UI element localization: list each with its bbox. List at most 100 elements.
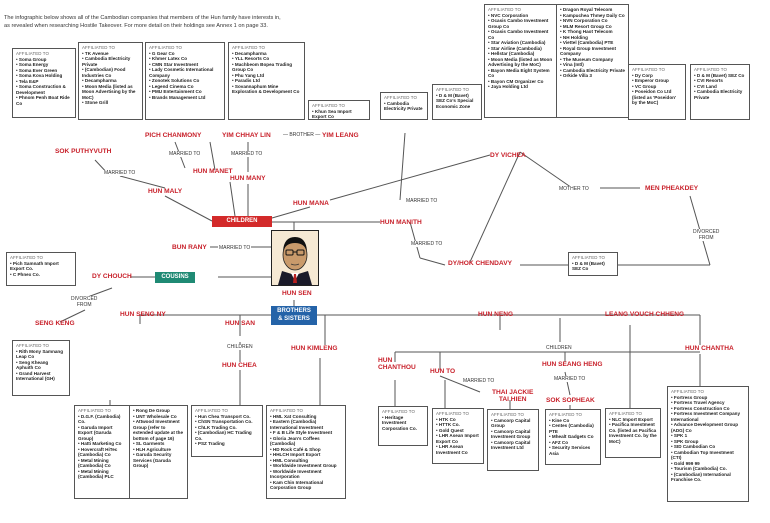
company-item: Centes (Cambodia) PTE [549,423,597,434]
company-item: Phnom Penh Boat Ride Co [16,95,72,106]
name-hun-sen: HUN SEN [282,290,312,297]
company-item: VC Group [632,84,682,90]
company-item: Sovannaphum Mine Exploration & Developme… [232,84,301,95]
company-item: Star Airline (Cambodia) [488,46,553,52]
company-item: Hovercraft HiTec (Cambodia) Co [78,447,126,458]
company-item: G Gear Co [149,51,221,57]
box-heading: AFFILIATED TO [10,255,44,260]
company-item: YLL Resorts Co [232,56,301,62]
company-item: Cambodia Electricity Private [694,89,746,100]
box-heading: AFFILIATED TO [312,103,346,108]
company-item: Dragon Royal Telecom [560,7,625,13]
company-item: HHLCH Import Export [270,452,342,458]
company-item: D & M (Bavet) SEZ Co [694,73,746,79]
company-item: Hun Chea Transport Co. [195,414,259,420]
company-item: Soma Group [16,57,72,63]
company-item: LHR Asean Investment Co [436,444,480,455]
company-item: HTK Co [436,417,480,423]
company-item: Rith Mony Samnang Leap Co [16,349,66,360]
company-item: Camcorp Capital Group [491,418,535,429]
name-dy-hok-chendavy: DY/HOK CHENDAVY [448,260,512,267]
label-married-seang-heng: MARRIED TO [553,376,587,382]
name-pich-chanmony: PICH CHANMONY [145,132,202,139]
company-item: Paradis Ltd [232,78,301,84]
box-heading: AFFILIATED TO [384,95,418,100]
name-hun-neng: HUN NENG [478,311,514,318]
box-heading: AFFILIATED TO [488,7,522,12]
company-item: CMN Star Investment [149,62,221,68]
company-item: Stone Grill [82,100,139,106]
name-hun-chea: HUN CHEA [222,362,257,369]
company-item: SID Cambodian Co [671,444,745,450]
company-item: Jaya Holding Ltd [488,84,553,90]
name-hun-kimleng: HUN KIMLENG [291,345,338,352]
company-item: Khmer Latex Co [149,56,221,62]
company-item: Cambodian Top Investment (CTI) [671,450,745,461]
company-item: Moon Media (listed as Moon Advertising b… [82,84,139,101]
box-heading: AFFILIATED TO [436,411,470,416]
box-sok-puthyvuth: AFFILIATED TO Soma Group Soma Energy Som… [12,48,76,118]
company-item: The Museum Company [560,57,625,63]
company-item: Khun Sea Import Export Co [312,109,366,120]
name-hun-mana: HUN MANA [293,200,329,207]
label-married-hun-to: MARRIED TO [462,378,496,384]
box-seng-keng: AFFILIATED TO Rith Mony Samnang Leap Co … [12,340,70,396]
company-item: ChSN Transportation Co. [195,419,259,425]
box-pich-chanmony: AFFILIATED TO G Gear Co Khmer Latex Co C… [145,42,225,120]
box-heading: AFFILIATED TO [270,408,304,413]
label-married-manet: MARRIED TO [168,151,202,157]
company-item: Fortress Travel Agency [671,400,745,406]
box-hun-manith: AFFILIATED TO Cambodia Electricity Priva… [380,92,428,120]
company-item: (Cambodian) International Franchise Co. [671,472,745,483]
company-item: Hatti Marketing Co [78,441,126,447]
company-item: NLC Import Export [609,417,657,423]
company-item: Garuda Import Export (Garuda Group) [78,425,126,442]
box-heading: AFFILIATED TO [149,45,183,50]
name-seng-keng: SENG KENG [35,320,75,327]
box-hun-mana-b: Dragon Royal Telecom Kampuchea Thmey Dai… [557,4,629,118]
intro-text: The infographic below shows all of the C… [4,15,344,30]
company-item: HML Xat Consulting [270,414,342,420]
company-item: TK Avenue [82,51,139,57]
company-item: LHR Asean Import Export Co [436,433,480,444]
label-divorced-pheakdey: DIVORCED FROM [692,229,721,241]
company-item: Lady Cosmetic International Company [149,67,221,78]
company-item: NH Holding [560,35,625,41]
box-heading: AFFILIATED TO [16,343,50,348]
box-hun-seng-ny-b: Rong De Group UNT Wholesale Co Attwood I… [130,405,188,499]
company-item: Metal Mining (Cambodia) PLC [78,469,126,480]
company-item: Fortress Group [671,395,745,401]
company-item: Phu Yang Ltd [232,73,301,79]
company-item: Poseidon Co Ltd (listed as 'Poseidon' by… [632,89,682,106]
company-item: Kampuchea Thmey Daily Co [560,13,625,19]
company-item: Pich Samnath Import Export Co. [10,261,72,272]
company-item: Soma Energy [16,62,72,68]
company-item: CVI Resorts [694,78,746,84]
name-hun-san: HUN SAN [225,320,256,327]
label-married-manith: MARRIED TO [410,241,444,247]
company-item: Eastern (Cambodia) International Investm… [270,419,342,430]
name-sok-puthyvuth: SOK PUTHYVUTH [55,148,112,155]
name-hun-manet: HUN MANET [193,168,233,175]
company-item: Kine Co [549,418,597,424]
name-hun-seng-ny: HUN SENG NY [120,311,166,318]
box-heading: AFFILIATED TO [572,255,606,260]
box-yim-chhay-lin: AFFILIATED TO Khun Sea Import Export Co [308,100,370,120]
label-married-many: MARRIED TO [230,151,264,157]
box-sok-sopheak: AFFILIATED TO Kine Co Centes (Cambodia) … [545,409,601,465]
box-heading: AFFILIATED TO [382,409,416,414]
company-item: Emperor Group [632,78,682,84]
company-item: Gloria Jean's Coffees (Cambodia) [270,436,342,447]
box-heading: AFFILIATED TO [549,412,583,417]
name-yim-chhay-lin: YIM CHHAY LIN [222,132,271,139]
box-heading: AFFILIATED TO [694,67,728,72]
tag-cousins: COUSINS [155,272,195,283]
label-divorced-chouch: DIVORCED FROM [70,296,99,308]
company-item: (Cambodian) Food Industries Co [82,67,139,78]
company-item: C Phnex Co. [10,272,72,278]
company-item: Fortress Investment Company Internationa… [671,411,745,422]
name-hun-manith: HUN MANITH [380,219,422,226]
company-item: HLH Agriculture [133,447,184,453]
intro-line-1: The infographic below shows all of the C… [4,15,281,21]
company-item: Heritage Investment Corporation Co. [382,415,424,432]
